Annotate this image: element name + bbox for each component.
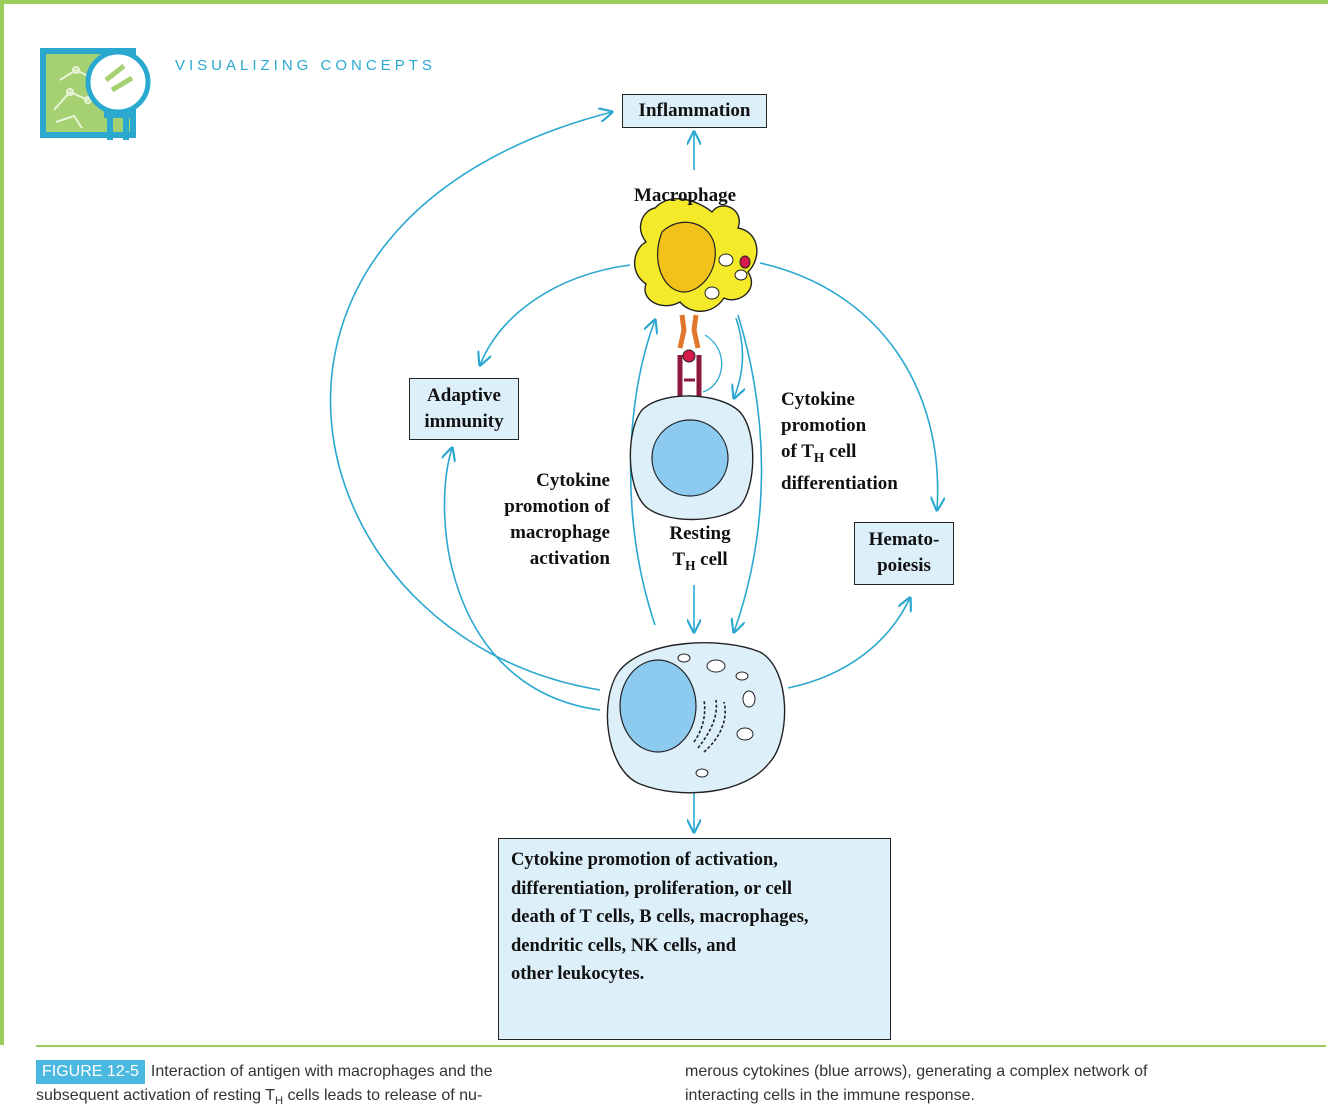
arrow-macrophage-to-adaptive (480, 264, 631, 365)
receptor-complex (677, 314, 702, 398)
caption-left-text-a: Interaction of antigen with macrophages … (150, 1063, 493, 1080)
figure-tag: FIGURE 12-5 (36, 1060, 145, 1084)
cyto-right-of: of T (781, 441, 814, 462)
header-title: VISUALIZING CONCEPTS (175, 57, 436, 74)
outcome-line-3: death of T cells, B cells, macrophages, (511, 907, 809, 927)
hematopoiesis-box: Hemato- poiesis (854, 522, 954, 585)
hemato-line-1: Hemato- (868, 529, 940, 550)
adaptive-line-2: immunity (424, 411, 504, 432)
resting-line-1: Resting (669, 523, 731, 544)
caption-left-column: FIGURE 12-5 Interaction of antigen with m… (36, 1060, 656, 1113)
caption-left-sub: H (274, 1095, 284, 1108)
cyto-left-line-3: macrophage (510, 522, 610, 543)
resting-t: T (672, 549, 686, 570)
caption-divider (36, 1045, 1326, 1047)
cyto-left-line-4: activation (529, 548, 610, 569)
arrow-activated-to-hemato (787, 598, 910, 689)
adaptive-line-1: Adaptive (427, 385, 501, 406)
outcome-line-4: dendritic cells, NK cells, and (511, 935, 737, 956)
cyto-right-sub: H (813, 449, 825, 465)
cyto-right-line-3: of TH cell (781, 439, 931, 471)
resting-th-cell-label: Resting TH cell (650, 521, 750, 579)
caption-right-line-2: interacting cells in the immune response… (685, 1087, 975, 1104)
hemato-line-2: poiesis (877, 555, 931, 576)
signal-arc (702, 334, 723, 393)
resting-th-cell (629, 395, 754, 521)
caption-right-line-1: merous cytokines (blue arrows), generati… (685, 1063, 1148, 1080)
arrow-macrophage-to-hemato (759, 262, 938, 510)
cytokine-outcome-box: Cytokine promotion of activation, differ… (498, 838, 891, 1040)
resting-cell: cell (695, 549, 728, 570)
resting-line-2: TH cell (650, 547, 750, 579)
adaptive-immunity-box: Adaptive immunity (409, 378, 519, 440)
caption-left-line-1: FIGURE 12-5 Interaction of antigen with m… (36, 1060, 656, 1084)
arrow-big-left-loop (329, 112, 612, 691)
frame-top-border (0, 0, 1328, 4)
caption-right-column: merous cytokines (blue arrows), generati… (685, 1060, 1305, 1108)
arrow-activated-to-adaptive (445, 448, 601, 711)
cyto-left-line-1: Cytokine (536, 470, 610, 491)
arrow-macrophage-to-activated (734, 314, 763, 632)
outcome-line-2: differentiation, proliferation, or cell (511, 878, 793, 899)
inflammation-box: Inflammation (622, 94, 767, 128)
cyto-right-line-4: differentiation (781, 472, 898, 494)
caption-left-text-c: cells leads to release of nu- (283, 1087, 483, 1104)
macrophage-label: Macrophage (634, 185, 737, 206)
cyto-right-line-1: Cytokine (781, 389, 855, 410)
caption-left-text-b: subsequent activation of resting T (36, 1087, 275, 1104)
cyto-left-line-2: promotion of (504, 496, 610, 517)
cytokine-th-differentiation-label: Cytokine promotion of TH cell differenti… (781, 387, 931, 497)
outcome-line-5: other leukocytes. (511, 964, 645, 984)
macrophage-cell (634, 198, 758, 312)
cytokine-macrophage-activation-label: Cytokine promotion of macrophage activat… (495, 468, 610, 572)
frame-left-border (0, 0, 4, 1045)
cyto-right-cell: cell (824, 441, 857, 462)
outcome-line-1: Cytokine promotion of activation, (511, 850, 778, 870)
arrow-macrophage-to-resting (734, 317, 743, 398)
magnifier-network-icon (40, 48, 151, 140)
resting-sub: H (685, 557, 696, 573)
cyto-right-line-2: promotion (781, 415, 867, 436)
activated-th-cell (606, 642, 786, 794)
caption-left-line-2: subsequent activation of resting TH cell… (36, 1084, 656, 1113)
